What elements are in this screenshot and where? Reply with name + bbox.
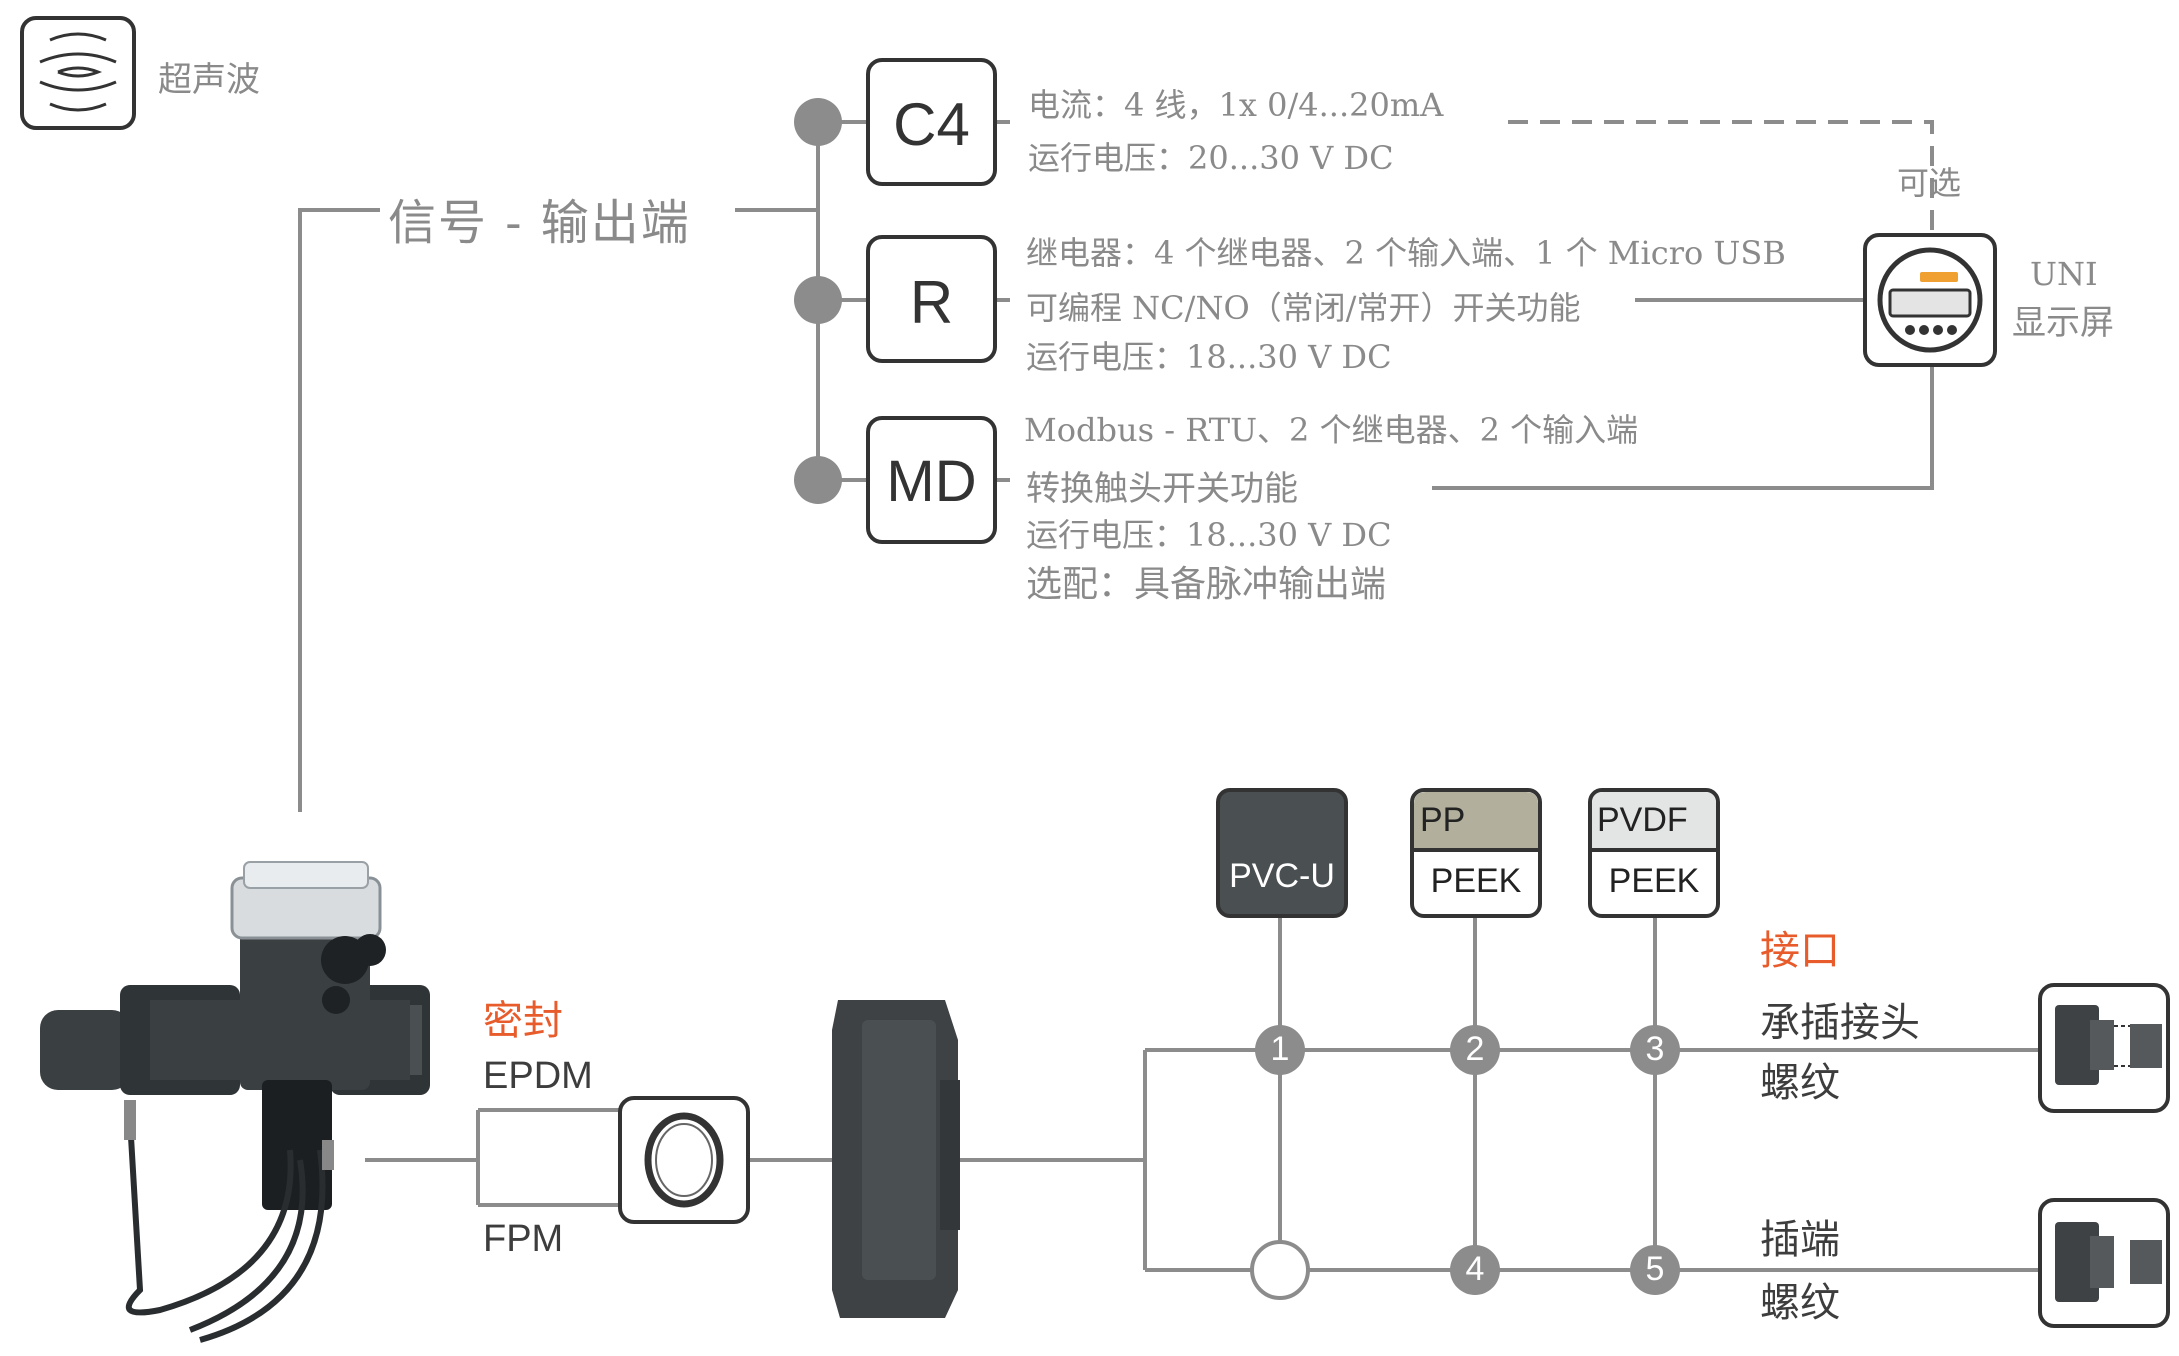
- node-markers: [1250, 1025, 1680, 1300]
- connection-grid-lines: [1143, 915, 2040, 1272]
- material-pvcu-label: PVC-U: [1229, 857, 1335, 895]
- md-extra: 选配：具备脉冲输出端: [1026, 564, 1387, 605]
- connection-lower-2: 螺纹: [1760, 1280, 1840, 1326]
- material-pvdf-peek-label: PEEK: [1608, 862, 1700, 900]
- node-1: 1: [1270, 1030, 1290, 1068]
- seal-option-epdm: EPDM: [483, 1055, 593, 1097]
- md-line-1: Modbus - RTU、2 个继电器、2 个输入端: [1024, 411, 1639, 449]
- node-2: 2: [1465, 1030, 1485, 1068]
- material-pvdf-label: PVDF: [1597, 801, 1688, 839]
- spigot-connection-icon: [2038, 1198, 2170, 1328]
- seal-lines: [365, 1108, 1145, 1207]
- seal-option-fpm: FPM: [483, 1218, 564, 1260]
- node-5: 5: [1645, 1250, 1665, 1288]
- output-code-md: MD: [886, 449, 977, 514]
- uni-label-line1: UNI: [2030, 255, 2098, 293]
- connection-upper-2: 螺纹: [1760, 1060, 1840, 1106]
- md-line-2: 转换触头开关功能: [1026, 469, 1298, 509]
- optional-label: 可选: [1897, 164, 1962, 202]
- node-3: 3: [1645, 1030, 1665, 1068]
- connection-lower-1: 插端: [1760, 1217, 1840, 1263]
- uni-label-line2: 显示屏: [2012, 303, 2114, 343]
- socket-connection-icon: [2038, 983, 2170, 1113]
- material-box-pvdf: [1588, 788, 1720, 918]
- output-bus-dots: [794, 98, 842, 504]
- seal-title: 密封: [483, 998, 563, 1044]
- ultrasonic-icon: [20, 16, 136, 130]
- uni-display-icon: [1863, 233, 1997, 367]
- node-4: 4: [1465, 1250, 1485, 1288]
- union-nut-image: [832, 1000, 960, 1318]
- signal-output-label: 信号 - 输出端: [388, 195, 691, 251]
- c4-line-2: 运行电压：20...30 V DC: [1028, 139, 1394, 177]
- connection-title: 接口: [1760, 928, 1840, 974]
- md-line-3: 运行电压：18...30 V DC: [1026, 516, 1392, 554]
- material-pp-label: PP: [1420, 801, 1466, 839]
- output-code-c4: C4: [893, 91, 970, 158]
- output-boxes: [866, 58, 997, 544]
- sensor-label: 超声波: [158, 60, 260, 100]
- connection-upper-1: 承插接头: [1760, 1000, 1920, 1046]
- material-box-pp: [1410, 788, 1542, 918]
- material-pp-peek-label: PEEK: [1430, 862, 1522, 900]
- r-line-1: 继电器：4 个继电器、2 个输入端、1 个 Micro USB: [1026, 234, 1786, 272]
- output-code-r: R: [909, 269, 954, 336]
- r-line-3: 运行电压：18...30 V DC: [1026, 338, 1392, 376]
- oring-seal-icon: [618, 1096, 750, 1224]
- c4-line-1: 电流：4 线，1x 0/4...20mA: [1028, 86, 1444, 124]
- flow-meter-device-image: [40, 861, 430, 1343]
- r-line-2: 可编程 NC/NO（常闭/常开）开关功能: [1026, 289, 1581, 327]
- material-box-pvcu: [1216, 788, 1348, 918]
